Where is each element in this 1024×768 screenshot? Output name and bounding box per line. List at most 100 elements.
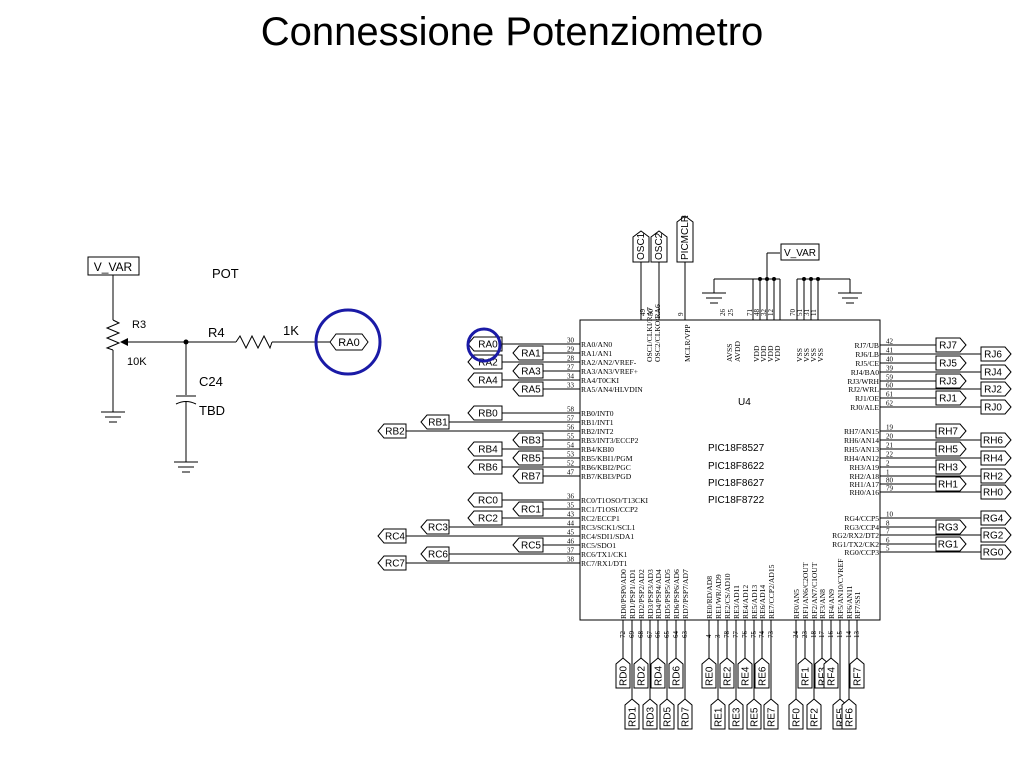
net-rf1-flag xyxy=(797,657,813,689)
potentiometer-r3 xyxy=(105,319,121,351)
net-rg3-flag-label: RG3 xyxy=(938,523,959,534)
net-rd6-flag xyxy=(668,657,684,689)
net-rh5-flag-label: RH5 xyxy=(938,445,958,456)
net-ra2-flag-label: RA2 xyxy=(478,358,498,369)
pin-number: 54 xyxy=(567,442,575,450)
pin-name: RD7/PSP7/AD7 xyxy=(681,569,690,619)
pin-number: 63 xyxy=(681,631,689,639)
pin-name: RH4/AN12 xyxy=(844,454,879,463)
net-re2-flag xyxy=(719,657,735,689)
pin-name: RF5/AN10/CVREF xyxy=(836,559,845,619)
pin-number: 52 xyxy=(567,460,575,468)
pin-number: 45 xyxy=(567,529,575,537)
pin-number: 70 xyxy=(789,309,797,317)
net-rg2-flag-label: RG2 xyxy=(983,531,1004,542)
net-rf0-flag-label: RF0 xyxy=(792,708,803,727)
net-rf0-flag xyxy=(788,698,804,730)
net-rd7-flag xyxy=(677,698,693,730)
net-rh3-flag-label: RH3 xyxy=(938,463,958,474)
net-rg3-flag xyxy=(935,519,967,535)
net-rf7-flag xyxy=(849,657,865,689)
pin-number: 33 xyxy=(567,382,575,390)
pin-name: RB7/KBI3/PGD xyxy=(581,472,632,481)
pin-number: 50 xyxy=(647,309,655,317)
net-rd5-flag xyxy=(659,698,675,730)
net-rh4-flag-label: RH4 xyxy=(983,454,1003,465)
net-rb2-flag xyxy=(377,423,407,439)
pin-number: 65 xyxy=(663,631,671,639)
mcu-v-var-label: V_VAR xyxy=(784,248,816,259)
pin-name: RD2/PSP2/AD2 xyxy=(637,569,646,619)
pin-number: 49 xyxy=(639,309,647,317)
pin-name: VDD xyxy=(752,345,761,362)
c24-value-label: TBD xyxy=(199,403,225,418)
net-re6-flag xyxy=(754,657,770,689)
pin-name: RD4/PSP4/AD4 xyxy=(654,569,663,619)
ra0-output-flag xyxy=(329,333,369,351)
net-rd4-flag xyxy=(650,657,666,689)
pin-name: VSS xyxy=(795,348,804,362)
net-re4-flag-label: RE4 xyxy=(741,666,752,686)
net-rc5-flag-label: RC5 xyxy=(521,541,541,552)
net-ra1-flag-label: RA1 xyxy=(521,349,541,360)
ground-icon xyxy=(702,279,726,304)
pin-number: 43 xyxy=(567,511,575,519)
pin-name: RB6/KBI2/PGC xyxy=(581,463,631,472)
pin-name: RG2/RX2/DT2 xyxy=(832,531,879,540)
net-rb6-flag xyxy=(467,459,503,475)
net-rj2-flag-label: RJ2 xyxy=(984,385,1002,396)
net-rf7-flag-label: RF7 xyxy=(853,667,864,686)
pin-name: RF7/SS1 xyxy=(853,591,862,619)
pin-name: RH7/AN15 xyxy=(844,427,879,436)
pin-number: 12 xyxy=(767,309,775,317)
r3-value-label: 10K xyxy=(127,356,147,368)
pin-number: 4 xyxy=(705,634,713,638)
net-rd2-flag xyxy=(633,657,649,689)
net-rf5-flag-label: RF5 xyxy=(836,708,847,727)
mcu-ref-label: U4 xyxy=(738,397,751,408)
pin-number: 34 xyxy=(567,373,575,381)
pin-number: 61 xyxy=(886,391,894,399)
pin-name: RF2/AN7/C1OUT xyxy=(810,562,819,619)
net-rd1-flag xyxy=(624,698,640,730)
pin-number: 55 xyxy=(567,433,575,441)
pin-number: 60 xyxy=(886,382,894,390)
pin-name: RC6/TX1/CK1 xyxy=(581,550,628,559)
picmclr-flag: PICMCLR xyxy=(676,215,694,263)
ra0-output-label: RA0 xyxy=(338,337,359,349)
net-rh3-flag xyxy=(935,459,967,475)
pin-number: 59 xyxy=(886,374,894,382)
net-rc5-flag xyxy=(512,537,544,553)
pin-number: 56 xyxy=(567,424,575,432)
pin-number: 23 xyxy=(801,631,809,639)
pin-number: 73 xyxy=(767,631,775,639)
net-rc4-flag xyxy=(377,528,407,544)
pin-number: 9 xyxy=(677,312,685,316)
resistor-r4 xyxy=(235,334,273,350)
net-rc1-flag xyxy=(512,501,544,517)
pin-name: RB5/KBI1/PGM xyxy=(581,454,633,463)
pin-number: 15 xyxy=(836,631,844,639)
pin-number: 58 xyxy=(567,406,575,414)
net-rj6-flag-label: RJ6 xyxy=(984,350,1002,361)
pin-name: RJ2/WRL xyxy=(848,385,879,394)
pin-number: 72 xyxy=(619,631,627,639)
pin-number: 36 xyxy=(567,493,575,501)
net-re4-flag xyxy=(737,657,753,689)
slide-title: Connessione Potenziometro xyxy=(260,10,764,54)
pin-name: RG1/TX2/CK2 xyxy=(832,540,879,549)
pin-name: RH5/AN13 xyxy=(844,445,879,454)
net-ra0-flag xyxy=(467,336,503,352)
net-ra4-flag-label: RA4 xyxy=(478,376,498,387)
pin-number: 69 xyxy=(628,631,636,639)
net-rb1-flag xyxy=(420,414,450,430)
mcu-part-label: PIC18F8622 xyxy=(708,461,765,472)
net-rh1-flag-label: RH1 xyxy=(938,480,958,491)
net-re5-flag-label: RE5 xyxy=(750,707,761,727)
net-rc0-flag xyxy=(467,492,503,508)
net-rd5-flag-label: RD5 xyxy=(663,707,674,727)
net-rc7-flag-label: RC7 xyxy=(385,559,405,570)
net-rh2-flag-label: RH2 xyxy=(983,472,1003,483)
pin-name: MCLR/VPP xyxy=(683,324,692,362)
